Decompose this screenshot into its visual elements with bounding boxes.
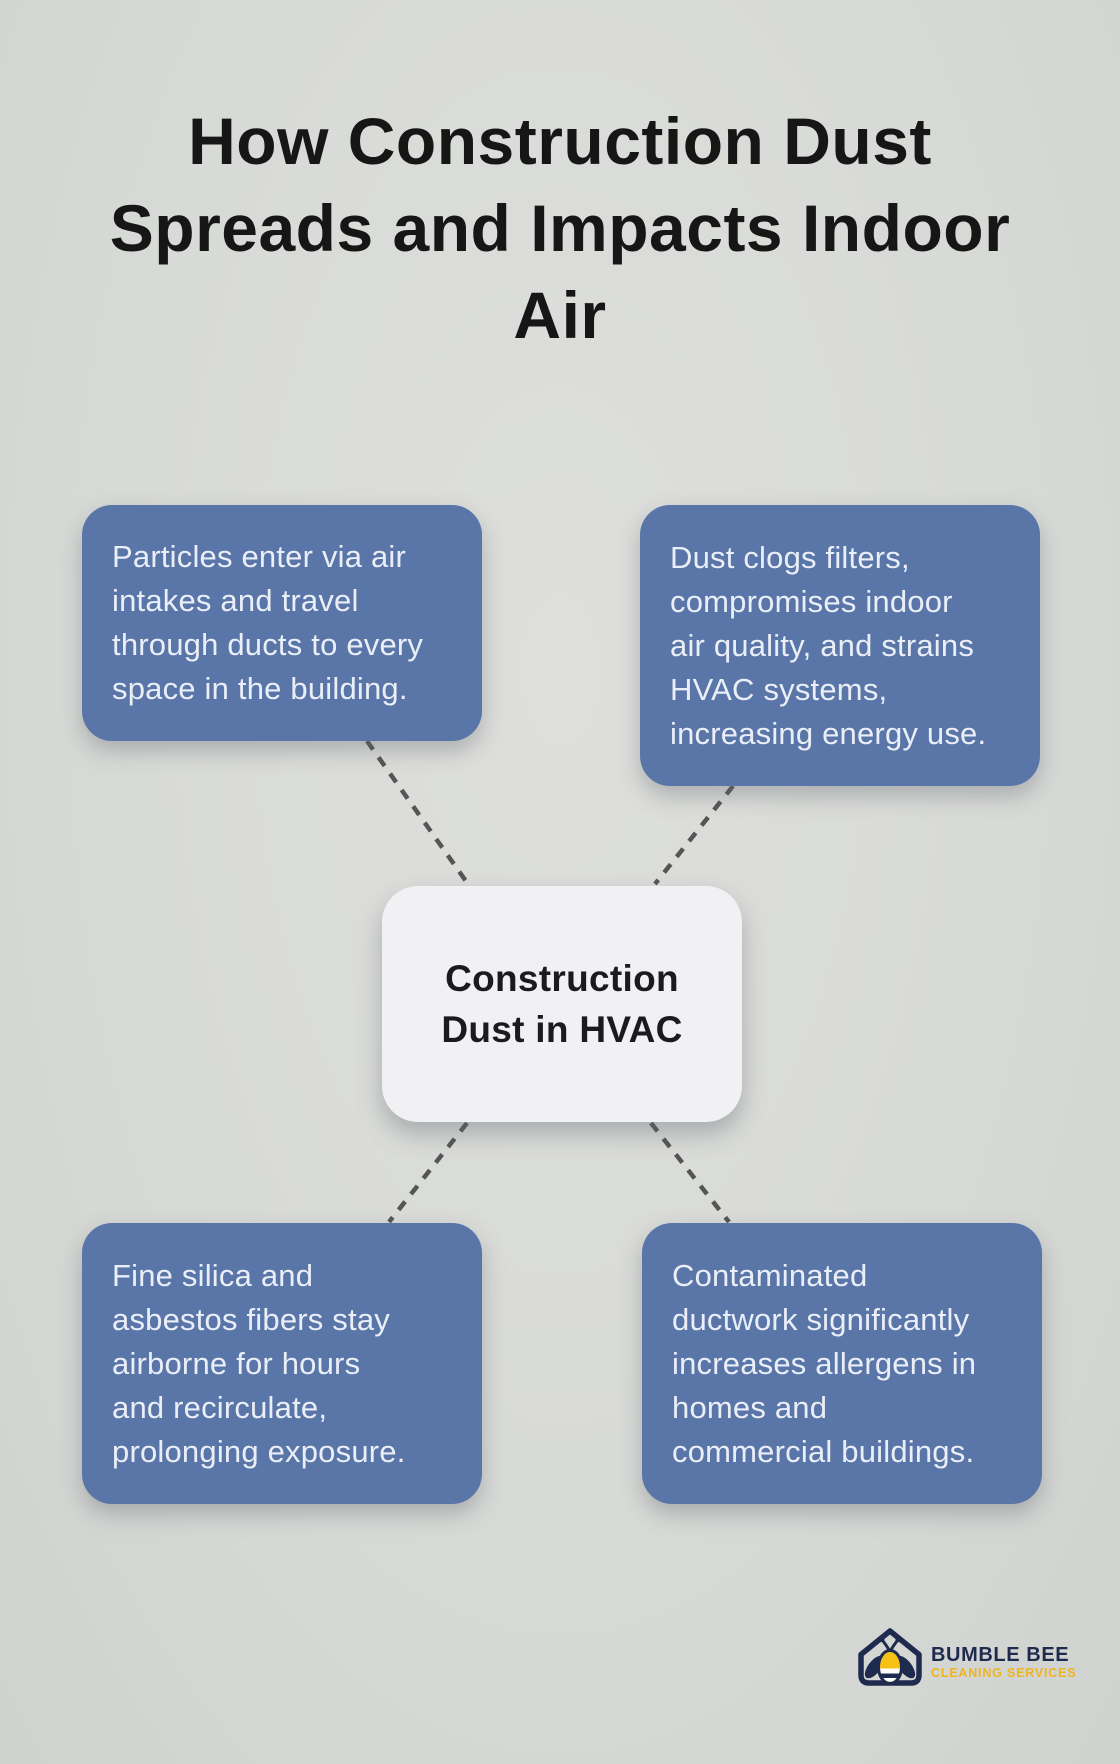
node-top-left: Particles enter via air intakes and trav… (82, 505, 482, 741)
brand-name: BUMBLE BEE (931, 1643, 1070, 1666)
connector-bottom-right (649, 1121, 731, 1224)
node-bottom-left: Fine silica and asbestos fibers stay air… (82, 1223, 482, 1504)
node-top-left-text: Particles enter via air intakes and trav… (112, 539, 424, 706)
connector-top-right (653, 784, 735, 886)
connector-bottom-left (387, 1121, 469, 1224)
node-top-right: Dust clogs filters, compromises indoor a… (640, 505, 1040, 786)
center-node: Construction Dust in HVAC (382, 886, 742, 1122)
node-bottom-left-text: Fine silica and asbestos fibers stay air… (112, 1257, 406, 1469)
node-top-right-text: Dust clogs filters, compromises indoor a… (670, 539, 987, 751)
bee-icon (864, 1637, 916, 1685)
center-node-label: Construction Dust in HVAC (441, 958, 683, 1050)
brand-text: BUMBLE BEE CLEANING SERVICES (931, 1644, 1076, 1681)
page-title: How Construction Dust Spreads and Impact… (109, 104, 1011, 352)
connector-top-left (365, 739, 470, 886)
node-bottom-right-text: Contaminated ductwork significantly incr… (672, 1257, 977, 1469)
node-bottom-right: Contaminated ductwork significantly incr… (642, 1223, 1042, 1504)
bee-house-icon (858, 1628, 922, 1686)
brand-tagline: CLEANING SERVICES (931, 1665, 1077, 1680)
brand-logo: BUMBLE BEE CLEANING SERVICES (853, 1626, 1076, 1698)
